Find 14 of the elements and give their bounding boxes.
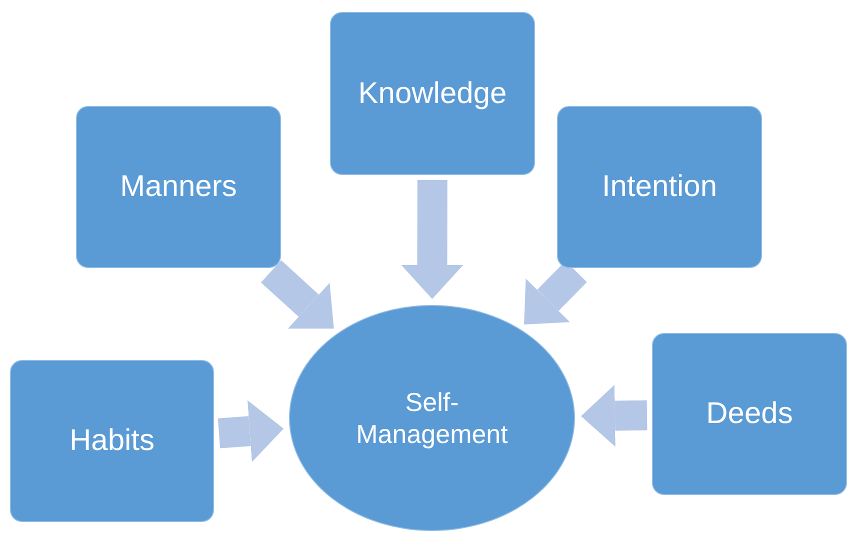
node-label: Manners — [120, 169, 237, 206]
concept-box — [330, 12, 535, 175]
concept-box — [652, 333, 847, 495]
concept-box — [10, 360, 214, 522]
node-label: Self-Management — [355, 386, 509, 450]
node-label: Knowledge — [358, 76, 507, 112]
concept-box — [557, 106, 762, 268]
node-label: Deeds — [706, 396, 793, 432]
block-arrow — [218, 400, 284, 462]
node-label: Intention — [602, 169, 718, 206]
node-label: Habits — [69, 423, 155, 460]
block-arrow — [261, 260, 334, 329]
block-arrow — [401, 180, 464, 299]
concept-box — [76, 106, 281, 268]
